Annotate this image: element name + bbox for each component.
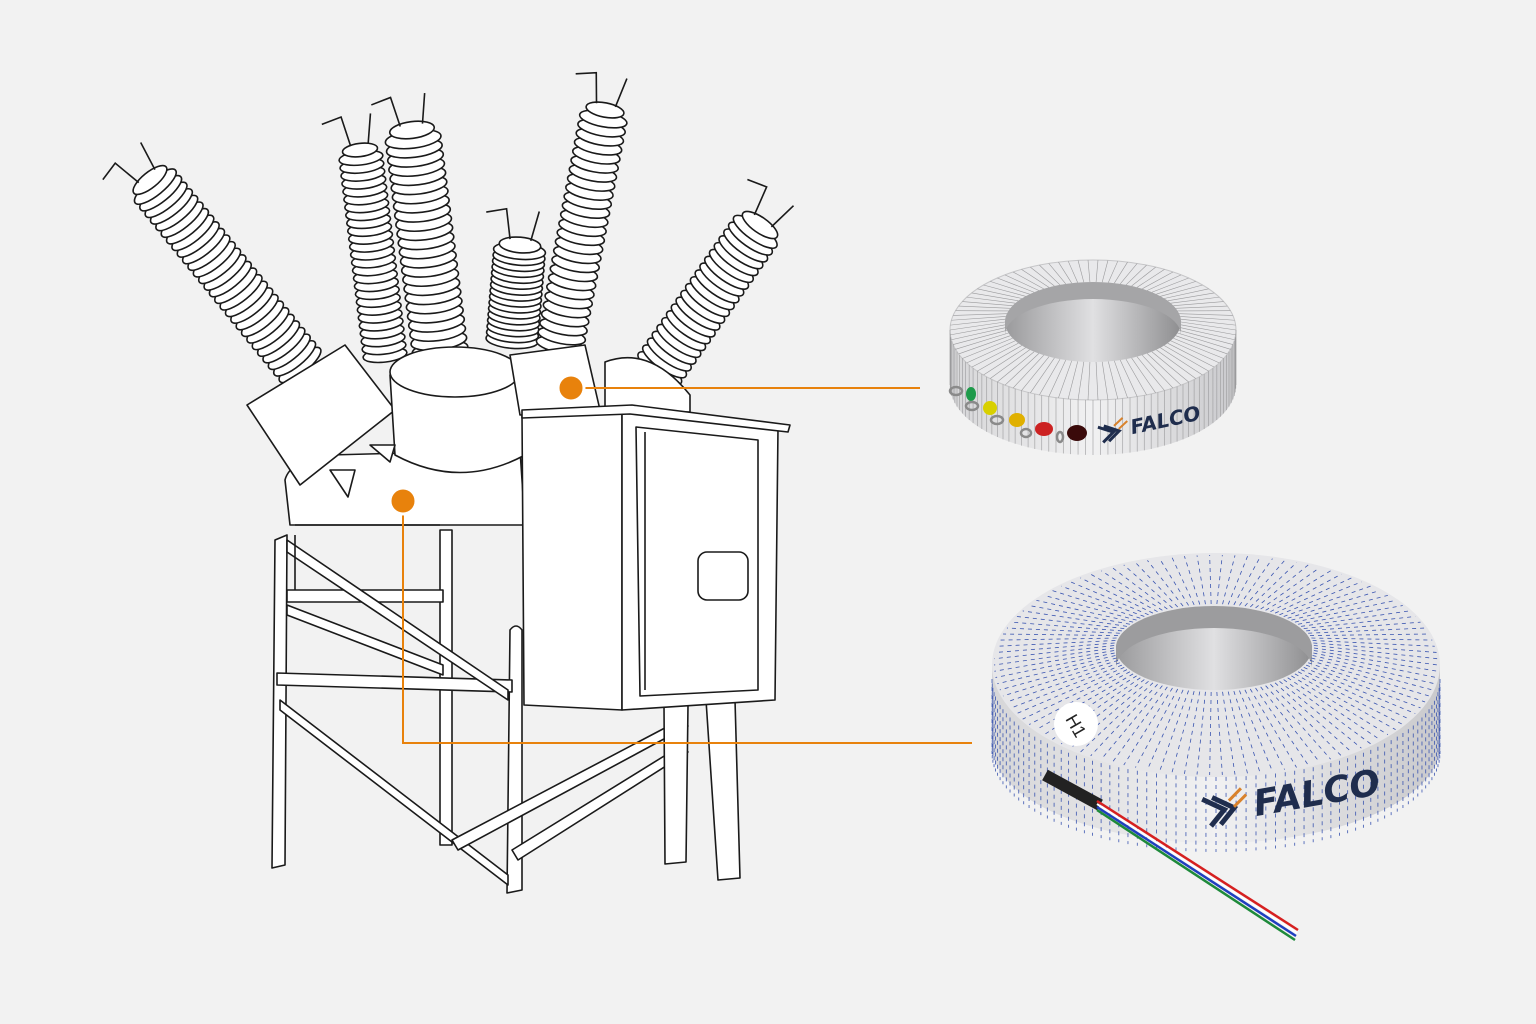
control-cabinet	[521, 404, 791, 711]
bushing	[321, 113, 408, 364]
callout-dot-small-ct[interactable]	[556, 373, 586, 403]
callout-line-large-ct	[402, 501, 972, 744]
lead-cable	[1042, 769, 1299, 942]
bushing-bases	[246, 344, 691, 526]
bushing	[102, 142, 322, 384]
large-current-transformer: H1 FALCO	[991, 553, 1441, 942]
h1-marking-badge	[1054, 702, 1098, 746]
callout-dot-large-ct[interactable]	[388, 486, 418, 516]
bushings	[102, 71, 795, 393]
bushing	[535, 71, 628, 355]
bushing	[485, 207, 547, 350]
callouts	[388, 373, 972, 744]
lead-terminals	[948, 385, 1087, 444]
circuit-breaker-drawing	[102, 71, 795, 894]
small-current-transformer: FALCO	[948, 259, 1237, 455]
support-frame	[271, 524, 741, 894]
bushing	[632, 178, 795, 393]
bushing	[371, 93, 469, 361]
cabinet-window	[697, 551, 749, 601]
